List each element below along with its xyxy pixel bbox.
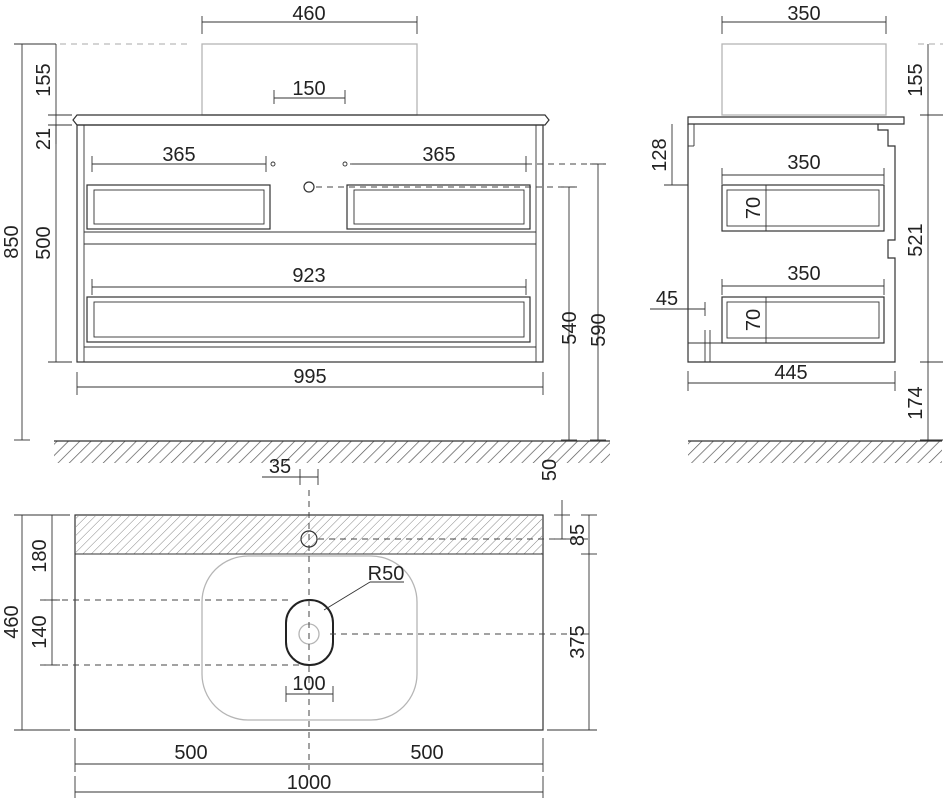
dim-front-height-590: 590 — [588, 163, 610, 441]
label-side-drawer-inner-top: 70 — [743, 197, 765, 219]
label-top-drain-depth: 140 — [29, 615, 51, 648]
dim-front-width-total: 995 — [76, 366, 544, 395]
dim-top-edge-85: 85 — [567, 514, 597, 555]
side-floor — [688, 440, 942, 463]
label-top-edge-85: 85 — [567, 524, 589, 546]
side-drawer-bottom-inner — [726, 301, 880, 339]
label-side-floor-clearance: 174 — [905, 386, 927, 419]
front-cabinet-body — [76, 124, 544, 363]
front-drawer-inner-left — [86, 184, 271, 230]
dim-top-width-total: 1000 — [74, 772, 544, 798]
label-front-drawer-left: 365 — [162, 144, 195, 166]
label-top-edge-50: 50 — [539, 459, 561, 481]
front-view: 460 150 365 365 923 — [1, 3, 610, 463]
dim-top-half-left: 500 — [74, 738, 309, 772]
dim-top-half-right: 500 — [309, 738, 544, 772]
dim-side-floor-clearance: 174 — [905, 362, 943, 441]
label-top-width-total: 1000 — [287, 772, 332, 794]
label-side-offset: 45 — [656, 288, 678, 310]
dim-front-top-thickness: 21 — [33, 115, 72, 150]
side-countertop — [687, 116, 905, 125]
dim-front-height-total: 850 — [1, 43, 56, 441]
dim-front-basin-height: 155 — [33, 44, 72, 116]
label-front-top-thickness: 21 — [33, 128, 55, 150]
dim-top-radius: R50 — [323, 563, 405, 611]
dim-front-drawer-bottom: 923 — [91, 265, 527, 295]
front-drawer-inner-right-2 — [353, 189, 525, 225]
dim-front-height-540: 540 — [559, 186, 581, 441]
label-side-top-gap: 128 — [649, 138, 671, 171]
label-front-drawer-right: 365 — [422, 144, 455, 166]
side-basin-outline — [721, 43, 887, 116]
dim-side-drawer-inner-top: 70 — [743, 184, 774, 232]
label-front-basin-width: 460 — [292, 3, 325, 25]
dim-side-drawer-inner-bottom: 70 — [743, 296, 774, 344]
side-drawer-top-inner — [726, 189, 880, 227]
front-mount-dot-right — [342, 161, 348, 167]
dim-top-right-depth: 375 — [547, 554, 597, 731]
label-front-basin-height: 155 — [33, 63, 55, 96]
side-cabinet-body — [687, 124, 896, 363]
label-side-basin-depth: 350 — [787, 3, 820, 25]
dim-side-offset: 45 — [650, 288, 706, 316]
dim-top-edge-50: 50 — [539, 459, 570, 540]
label-side-drawer-inner-bottom: 70 — [743, 309, 765, 331]
label-top-depth-total: 460 — [1, 605, 23, 638]
label-top-back-depth: 180 — [29, 539, 51, 572]
side-countertop-notch — [770, 118, 834, 123]
dim-top-back-depth: 180 — [29, 515, 60, 601]
label-front-height-total: 850 — [1, 225, 23, 258]
dim-top-drain-depth: 140 — [29, 600, 60, 666]
front-drawer-inner-bottom-2 — [93, 301, 525, 338]
dim-side-cabinet-depth: 445 — [687, 362, 896, 391]
label-front-height-590: 590 — [588, 313, 610, 346]
dim-front-tap-offset: 150 — [273, 78, 346, 104]
front-drawer-inner-left-2 — [93, 189, 265, 225]
front-countertop — [72, 114, 550, 126]
label-side-drawer-depth-bottom: 350 — [787, 263, 820, 285]
label-front-height-540: 540 — [559, 311, 581, 344]
front-drain-circle — [303, 181, 315, 193]
dim-side-drawer-depth-top: 350 — [721, 152, 885, 184]
front-mount-dot-left — [270, 161, 276, 167]
dim-top-tap-offset: 35 — [262, 456, 319, 485]
dim-side-basin-depth: 350 — [721, 3, 887, 34]
label-top-half-left: 500 — [174, 742, 207, 764]
dim-front-drawer-left: 365 — [91, 144, 267, 172]
front-drawer-inner-bottom — [86, 296, 531, 343]
top-view: 35 R50 100 460 180 1 — [1, 456, 597, 798]
dim-front-basin-width: 460 — [201, 3, 418, 34]
dim-front-drawer-right: 365 — [352, 144, 527, 172]
label-front-drawer-bottom: 923 — [292, 265, 325, 287]
dim-front-cabinet-height: 500 — [33, 125, 72, 363]
label-front-tap-offset: 150 — [292, 78, 325, 100]
side-drawer-top — [721, 184, 885, 232]
label-top-right-depth: 375 — [567, 625, 589, 658]
dim-side-drawer-depth-bottom: 350 — [721, 263, 885, 295]
label-top-radius: R50 — [368, 563, 405, 585]
label-top-drain-width: 100 — [292, 673, 325, 695]
label-top-half-right: 500 — [410, 742, 443, 764]
label-side-basin-height: 155 — [905, 63, 927, 96]
dim-side-cabinet-height: 521 — [905, 115, 943, 363]
label-side-cabinet-depth: 445 — [774, 362, 807, 384]
front-floor — [54, 440, 610, 463]
label-top-tap-offset: 35 — [269, 456, 291, 478]
front-drawer-inner-right — [346, 184, 531, 230]
dim-top-drain-width: 100 — [285, 673, 334, 702]
dim-side-basin-height: 155 — [905, 44, 943, 116]
dim-side-top-gap: 128 — [649, 124, 688, 186]
label-front-width-total: 995 — [293, 366, 326, 388]
side-view: 350 155 128 350 70 — [649, 3, 943, 463]
dim-top-depth-total: 460 — [1, 514, 70, 731]
label-side-cabinet-height: 521 — [905, 223, 927, 256]
label-front-cabinet-height: 500 — [33, 226, 55, 259]
label-side-drawer-depth-top: 350 — [787, 152, 820, 174]
